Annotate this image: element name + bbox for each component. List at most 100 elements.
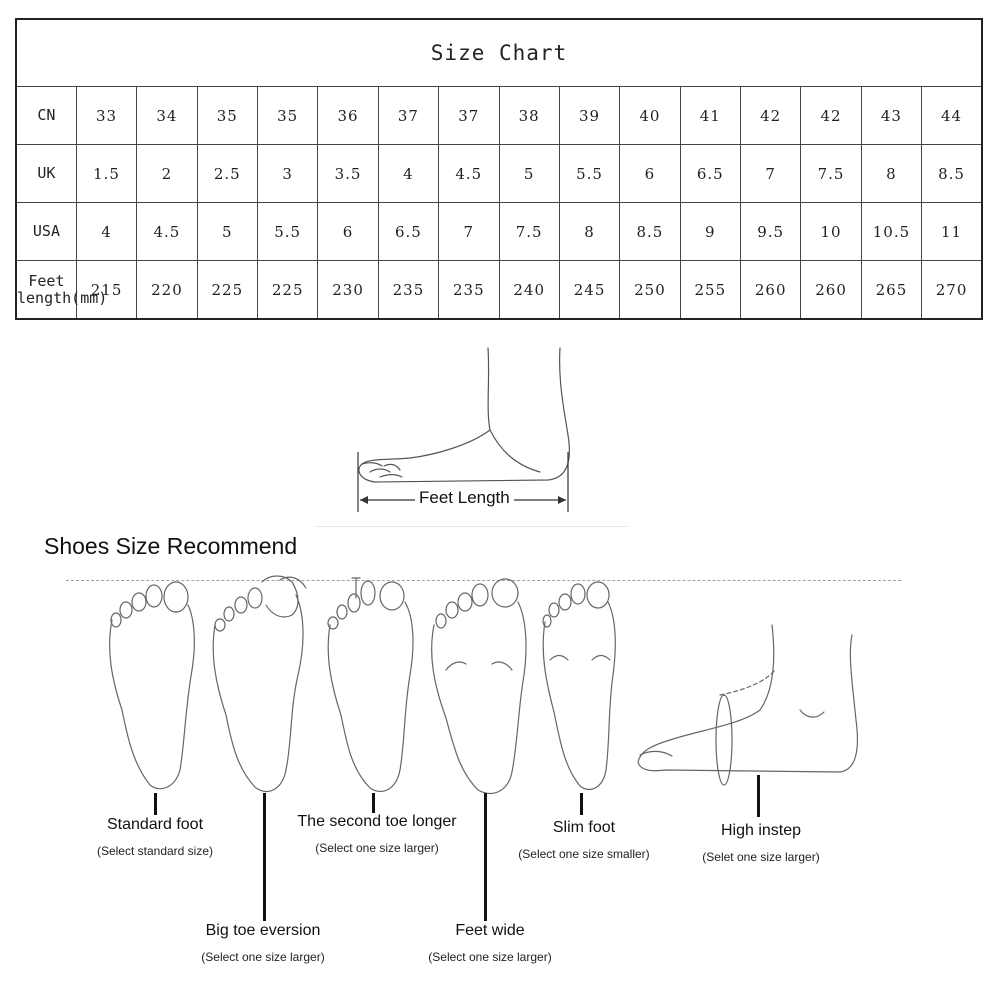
big-toe-eversion-name: Big toe eversion	[205, 922, 321, 939]
feet-wide-note: (Select one size larger)	[428, 950, 552, 964]
feet-length-diagram: Feet Length	[340, 340, 640, 530]
usa-cell: 8.5	[619, 202, 681, 261]
slim-foot-name: Slim foot	[552, 819, 616, 836]
cn-cell: 35	[196, 86, 259, 145]
uk-cell: 4	[377, 144, 440, 203]
row-label-usa: USA	[15, 202, 77, 261]
high-instep-illustration	[637, 624, 859, 786]
feet-length-cell: 235	[438, 260, 500, 320]
feet-length-cell: 250	[619, 260, 681, 320]
cn-cell: 42	[739, 86, 802, 145]
cn-cell: 41	[679, 86, 742, 145]
size-chart-title-row: Size Chart	[15, 18, 983, 87]
feet-length-cell: 240	[498, 260, 560, 320]
uk-cell: 2	[136, 144, 198, 203]
divider-line	[315, 526, 628, 527]
feet-length-cell: 265	[860, 260, 923, 320]
feet-length-cell: 255	[679, 260, 742, 320]
usa-row: USA 4 4.5 5 5.5 6 6.5 7 7.5 8 8.5 9 9.5 …	[15, 202, 983, 261]
standard-foot-note: (Select standard size)	[96, 844, 214, 858]
uk-cell: 6	[619, 144, 681, 203]
usa-cell: 6.5	[377, 202, 440, 261]
usa-cell: 7	[438, 202, 500, 261]
cn-cell: 38	[498, 86, 560, 145]
feet-length-cell: 260	[739, 260, 802, 320]
feet-length-cell: 245	[558, 260, 621, 320]
cn-cell: 43	[860, 86, 923, 145]
cn-cell: 42	[800, 86, 862, 145]
high-instep-pointer	[757, 775, 760, 817]
usa-cell: 6	[317, 202, 379, 261]
uk-cell: 5.5	[558, 144, 621, 203]
standard-foot-pointer	[154, 793, 157, 815]
usa-cell: 7.5	[498, 202, 560, 261]
size-chart-table: Size Chart CN 33 34 35 35 36 37 37 38 39…	[15, 18, 983, 320]
uk-cell: 8	[860, 144, 923, 203]
big-toe-eversion-pointer	[263, 793, 266, 921]
uk-cell: 7.5	[800, 144, 862, 203]
foot-type-illustrations	[109, 575, 859, 794]
recommend-title: Shoes Size Recommend	[44, 533, 298, 559]
row-label-cn: CN	[15, 86, 77, 145]
feet-length-cell: 220	[136, 260, 198, 320]
cn-cell: 34	[136, 86, 198, 145]
second-toe-longer-illustration	[327, 577, 414, 792]
usa-cell: 4.5	[136, 202, 198, 261]
dotted-divider	[66, 580, 901, 581]
big-toe-eversion-note: (Select one size larger)	[201, 950, 325, 964]
cn-cell: 37	[438, 86, 500, 145]
high-instep-name: High instep	[720, 822, 802, 839]
usa-cell: 4	[75, 202, 138, 261]
uk-cell: 3.5	[317, 144, 379, 203]
standard-foot-label: Standard foot (Select standard size)	[70, 816, 240, 858]
usa-cell: 11	[921, 202, 983, 261]
cn-cell: 40	[619, 86, 681, 145]
cn-cell: 39	[558, 86, 621, 145]
slim-foot-illustration	[542, 581, 616, 791]
usa-cell: 9.5	[739, 202, 802, 261]
row-label-uk: UK	[15, 144, 77, 203]
feet-length-cell: 215	[75, 260, 138, 320]
feet-length-cell: 270	[921, 260, 983, 320]
second-toe-longer-label: The second toe longer (Select one size l…	[277, 813, 477, 855]
second-toe-longer-name: The second toe longer	[297, 813, 457, 830]
feet-wide-label: Feet wide (Select one size larger)	[404, 922, 576, 964]
standard-foot-illustration	[109, 581, 195, 790]
feet-wide-illustration	[431, 578, 527, 794]
usa-cell: 9	[679, 202, 742, 261]
feet-wide-pointer	[484, 793, 487, 921]
usa-cell: 10.5	[860, 202, 923, 261]
high-instep-note: (Selet one size larger)	[702, 850, 820, 864]
high-instep-label: High instep (Selet one size larger)	[676, 822, 846, 864]
usa-cell: 10	[800, 202, 862, 261]
feet-length-cell: 260	[800, 260, 862, 320]
second-toe-longer-pointer	[372, 793, 375, 813]
cn-cell: 44	[921, 86, 983, 145]
slim-foot-note: (Select one size smaller)	[518, 847, 650, 861]
usa-cell: 5.5	[256, 202, 319, 261]
usa-cell: 5	[196, 202, 259, 261]
size-chart-title: Size Chart	[15, 18, 983, 87]
uk-cell: 3	[256, 144, 319, 203]
big-toe-eversion-illustration	[212, 575, 307, 792]
feet-length-cell: 235	[377, 260, 440, 320]
uk-cell: 2.5	[196, 144, 259, 203]
uk-cell: 8.5	[921, 144, 983, 203]
uk-cell: 4.5	[438, 144, 500, 203]
cn-row: CN 33 34 35 35 36 37 37 38 39 40 41 42 4…	[15, 86, 983, 145]
feet-length-cell: 230	[317, 260, 379, 320]
cn-cell: 37	[377, 86, 440, 145]
cn-cell: 33	[75, 86, 138, 145]
feet-length-label: Feet Length	[415, 488, 514, 508]
row-label-feet: Feet	[28, 271, 65, 290]
cn-cell: 36	[317, 86, 379, 145]
uk-cell: 6.5	[679, 144, 742, 203]
standard-foot-name: Standard foot	[106, 816, 204, 833]
usa-cell: 8	[558, 202, 621, 261]
uk-cell: 7	[739, 144, 802, 203]
uk-cell: 1.5	[75, 144, 138, 203]
slim-foot-label: Slim foot (Select one size smaller)	[494, 819, 674, 861]
cn-cell: 35	[256, 86, 319, 145]
